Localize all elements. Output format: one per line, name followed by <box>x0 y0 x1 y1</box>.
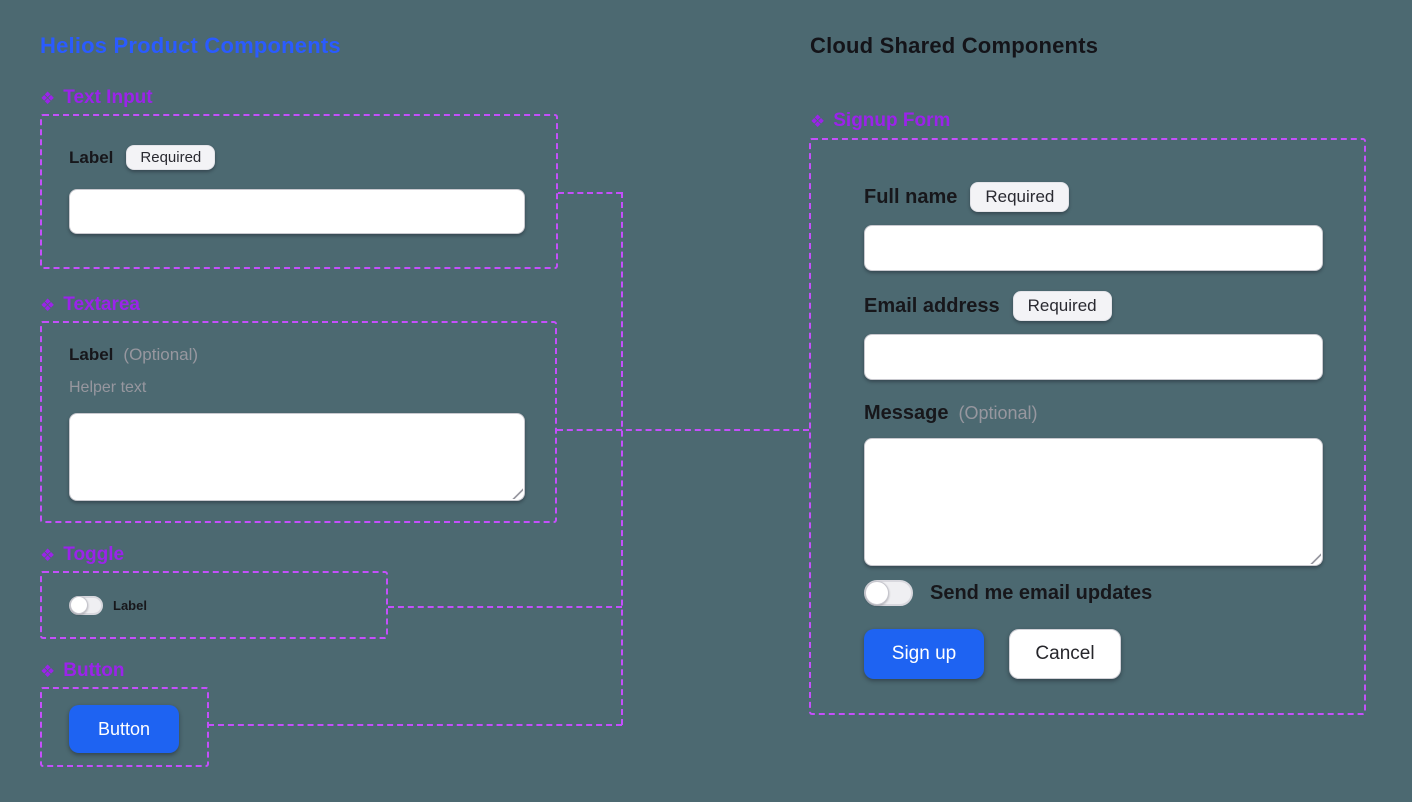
email-input[interactable] <box>864 334 1323 380</box>
component-icon: ❖ <box>40 545 56 565</box>
connector-toggle <box>388 606 622 608</box>
left-panel-title: Helios Product Components <box>40 33 341 58</box>
connector-text-input <box>558 192 622 194</box>
connector-textarea-to-form <box>557 429 809 431</box>
field-label: Label <box>69 345 114 364</box>
toggle-label: Label <box>113 597 147 613</box>
text-input-field[interactable] <box>69 189 525 234</box>
full-name-input[interactable] <box>864 225 1323 271</box>
text-input-component-box[interactable]: Label Required <box>40 114 558 269</box>
sign-up-button[interactable]: Sign up <box>864 629 984 679</box>
component-header-toggle[interactable]: ❖ Toggle <box>40 544 124 566</box>
connector-trunk <box>621 192 623 725</box>
toggle-knob <box>865 581 889 605</box>
cancel-button[interactable]: Cancel <box>1009 629 1121 679</box>
toggle-knob <box>70 596 88 614</box>
required-badge: Required <box>970 182 1070 212</box>
component-header-label: Toggle <box>63 544 125 565</box>
component-icon: ❖ <box>40 295 56 315</box>
component-icon: ❖ <box>810 111 826 131</box>
component-header-label: Text Input <box>63 87 153 108</box>
textarea-field[interactable] <box>69 413 525 501</box>
email-updates-label: Send me email updates <box>930 581 1153 604</box>
button-component-box[interactable]: Button <box>40 687 209 767</box>
textarea-component-box[interactable]: Label (Optional) Helper text <box>40 321 557 523</box>
full-name-label: Full name <box>864 185 958 208</box>
right-panel-title: Cloud Shared Components <box>810 33 1099 58</box>
component-header-button[interactable]: ❖ Button <box>40 660 124 682</box>
message-textarea[interactable] <box>864 438 1323 566</box>
toggle-switch[interactable] <box>69 595 103 615</box>
component-icon: ❖ <box>40 661 56 681</box>
helper-text: Helper text <box>69 379 147 396</box>
required-badge: Required <box>1012 291 1112 321</box>
signup-form-component-box[interactable]: Full name Required Email address Require… <box>809 138 1366 715</box>
required-badge: Required <box>126 145 216 170</box>
component-header-textarea[interactable]: ❖ Textarea <box>40 294 140 316</box>
email-updates-toggle[interactable] <box>864 580 913 606</box>
component-header-text-input[interactable]: ❖ Text Input <box>40 87 153 109</box>
component-header-label: Signup Form <box>833 110 951 131</box>
email-label: Email address <box>864 294 1000 317</box>
toggle-component-box[interactable]: Label <box>40 571 388 639</box>
optional-hint: (Optional) <box>958 403 1038 423</box>
component-icon: ❖ <box>40 88 56 108</box>
optional-hint: (Optional) <box>123 345 199 364</box>
connector-button <box>208 724 622 726</box>
component-header-label: Button <box>63 660 125 681</box>
component-header-label: Textarea <box>63 294 141 315</box>
message-label: Message <box>864 402 949 424</box>
component-header-signup-form[interactable]: ❖ Signup Form <box>810 110 950 132</box>
field-label: Label <box>69 147 114 167</box>
sample-button[interactable]: Button <box>69 705 179 753</box>
